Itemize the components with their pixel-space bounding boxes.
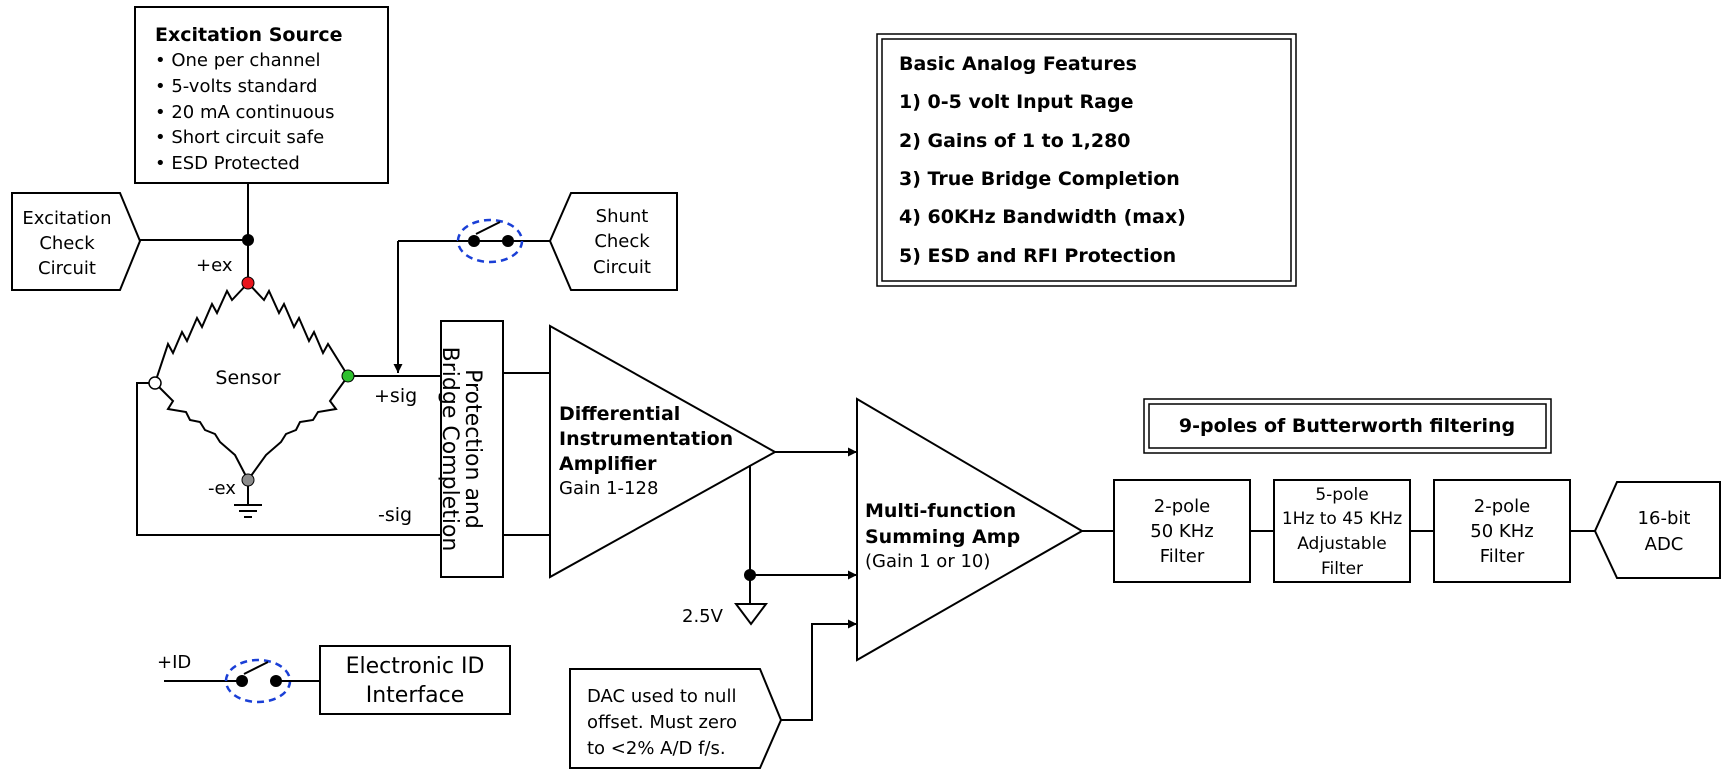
electronic-id-section: +ID Electronic ID Interface xyxy=(157,645,511,715)
electronic-id-label: Interface xyxy=(366,683,465,708)
filter-2pole-2: 2-pole 50 KHz Filter xyxy=(1433,479,1571,583)
plus-ex-node xyxy=(241,276,255,290)
sensor-bridge: Sensor +ex -ex +sig -sig xyxy=(154,255,417,526)
diff-amp-output-wiring: 2.5V xyxy=(682,447,857,627)
excitation-check-label: Check xyxy=(39,233,95,254)
dac-text: offset. Must zero xyxy=(587,712,737,733)
diff-amp-label: Differential xyxy=(559,403,680,425)
minus-ex-label: -ex xyxy=(208,478,236,499)
minus-ex-node xyxy=(241,473,255,487)
excitation-item: • One per channel xyxy=(155,50,321,71)
summing-amp-label: Multi-function xyxy=(865,500,1016,522)
filter3-label: 50 KHz xyxy=(1470,521,1533,542)
filter3-label: Filter xyxy=(1480,546,1525,567)
filter2-label: Adjustable xyxy=(1297,534,1387,554)
dac-text: DAC used to null xyxy=(587,686,736,707)
shunt-switch xyxy=(456,218,524,264)
adc-block: 16-bit ADC xyxy=(1593,481,1721,579)
filter-5pole: 5-pole 1Hz to 45 KHz Adjustable Filter xyxy=(1273,479,1411,583)
electronic-id-label: Electronic ID xyxy=(346,654,485,679)
excitation-item: • 20 mA continuous xyxy=(155,102,335,123)
plus-sig-node xyxy=(341,369,355,383)
protection-label: Bridge Completion xyxy=(437,347,462,552)
butterworth-label: 9-poles of Butterworth filtering xyxy=(1179,415,1515,437)
feature-item: 2) Gains of 1 to 1,280 xyxy=(899,130,1131,152)
shunt-check-label: Shunt xyxy=(596,206,649,227)
shunt-check-label: Circuit xyxy=(593,257,651,278)
filter-2pole-1: 2-pole 50 KHz Filter xyxy=(1113,479,1251,583)
filter2-label: 1Hz to 45 KHz xyxy=(1282,509,1402,529)
reference-voltage: 2.5V xyxy=(682,606,724,627)
filter1-label: Filter xyxy=(1160,546,1205,567)
filter2-label: 5-pole xyxy=(1315,485,1368,505)
feature-item: 3) True Bridge Completion xyxy=(899,168,1180,190)
excitation-source-title: Excitation Source xyxy=(155,24,343,46)
shunt-check-label: Check xyxy=(594,231,650,252)
features-box: Basic Analog Features 1) 0-5 volt Input … xyxy=(876,33,1297,287)
feature-item: 1) 0-5 volt Input Rage xyxy=(899,91,1133,113)
adc-label: ADC xyxy=(1645,534,1684,555)
excitation-item: • Short circuit safe xyxy=(155,127,324,148)
diff-amp-gain: Gain 1-128 xyxy=(559,478,658,499)
excitation-item: • ESD Protected xyxy=(155,153,300,174)
plus-sig-label: +sig xyxy=(374,385,417,407)
protection-bridge-completion-box: Protection and Bridge Completion xyxy=(437,320,504,578)
filter3-label: 2-pole xyxy=(1474,496,1530,517)
diff-amp-label: Amplifier xyxy=(559,453,657,475)
dac-text: to <2% A/D f/s. xyxy=(587,738,726,759)
id-pin-label: +ID xyxy=(157,652,191,673)
diff-amp-label: Instrumentation xyxy=(559,428,733,450)
shunt-check-circuit: Shunt Check Circuit xyxy=(548,192,678,291)
minus-sig-node xyxy=(148,376,162,390)
protection-label: Protection and xyxy=(460,369,485,529)
bridge-wiring xyxy=(136,183,550,536)
features-title: Basic Analog Features xyxy=(899,53,1137,75)
filter1-label: 50 KHz xyxy=(1150,521,1213,542)
sensor-label: Sensor xyxy=(215,367,280,389)
excitation-item: • 5-volts standard xyxy=(155,76,317,97)
summing-amp-gain: (Gain 1 or 10) xyxy=(865,551,990,572)
ground-symbol xyxy=(234,483,262,518)
filter2-label: Filter xyxy=(1321,559,1363,579)
dac-callout: DAC used to null offset. Must zero to <2… xyxy=(569,619,857,769)
feature-item: 5) ESD and RFI Protection xyxy=(899,245,1176,267)
filter1-label: 2-pole xyxy=(1154,496,1210,517)
plus-ex-label: +ex xyxy=(196,255,233,276)
excitation-check-label: Circuit xyxy=(38,258,96,279)
excitation-check-circuit: Excitation Check Circuit xyxy=(11,192,142,291)
summing-amp-label: Summing Amp xyxy=(865,526,1020,548)
excitation-source-box: Excitation Source • One per channel • 5-… xyxy=(134,6,389,184)
electronic-id-box xyxy=(319,645,511,715)
feature-item: 4) 60KHz Bandwidth (max) xyxy=(899,206,1186,228)
differential-amplifier: Differential Instrumentation Amplifier G… xyxy=(549,324,778,579)
minus-sig-label: -sig xyxy=(378,504,412,526)
excitation-check-label: Excitation xyxy=(22,208,111,229)
adc-label: 16-bit xyxy=(1638,508,1691,529)
junction-dot xyxy=(242,234,254,246)
summing-amplifier: Multi-function Summing Amp (Gain 1 or 10… xyxy=(856,397,1084,662)
butterworth-box: 9-poles of Butterworth filtering xyxy=(1143,398,1552,454)
